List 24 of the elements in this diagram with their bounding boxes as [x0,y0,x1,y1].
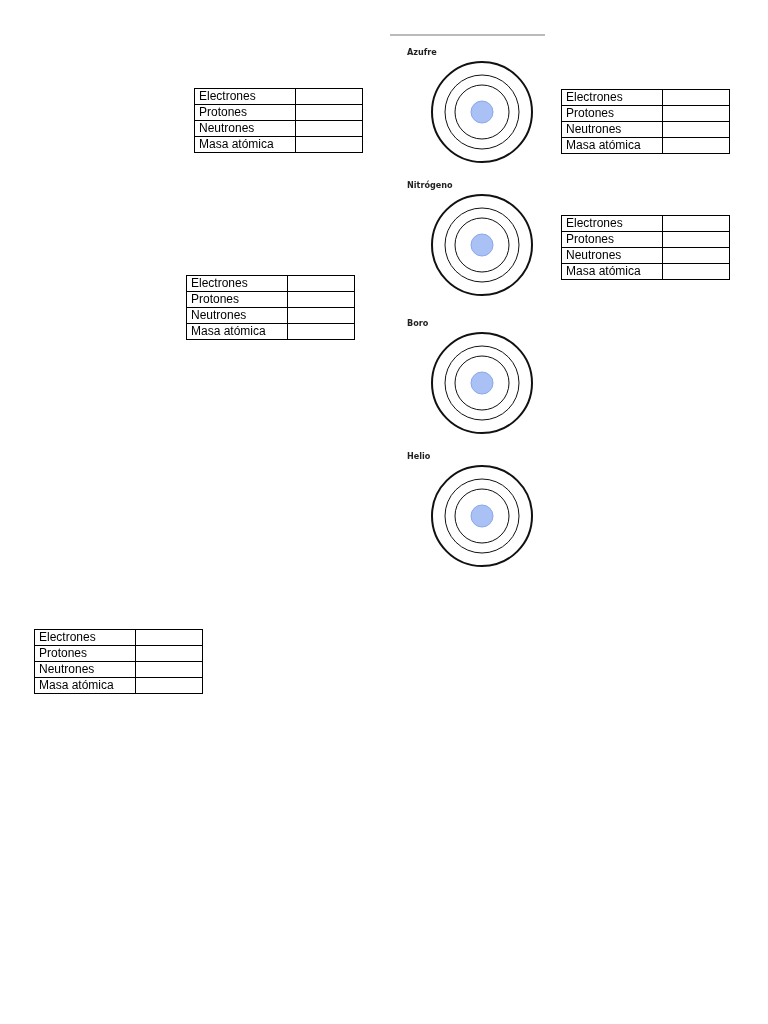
table-cell: Masa atómica [194,136,296,153]
table-cell: Electrones [561,215,663,232]
table-cell: Neutrones [561,121,663,138]
table-cell: Electrones [561,89,663,106]
table-cell: Masa atómica [561,137,663,154]
table-cell: Masa atómica [34,677,136,694]
table-cell: Masa atómica [561,263,663,280]
table-cell: Electrones [194,88,296,105]
table-cell: Protones [194,104,296,121]
table-cell: Electrones [34,629,136,646]
table-cell: Protones [186,291,288,308]
table-cell: Neutrones [194,120,296,137]
table-cell: Protones [561,231,663,248]
table-cell: Masa atómica [186,323,288,340]
table-cell: Protones [34,645,136,662]
table-cell: Protones [561,105,663,122]
table-cell: Electrones [186,275,288,292]
table-cell: Neutrones [561,247,663,264]
element-name: Nitrógeno [407,180,453,190]
element-name: Helio [407,451,431,461]
table-cell: Neutrones [186,307,288,324]
element-name: Azufre [407,47,437,57]
element-name: Boro [407,318,429,328]
table-cell: Neutrones [34,661,136,678]
